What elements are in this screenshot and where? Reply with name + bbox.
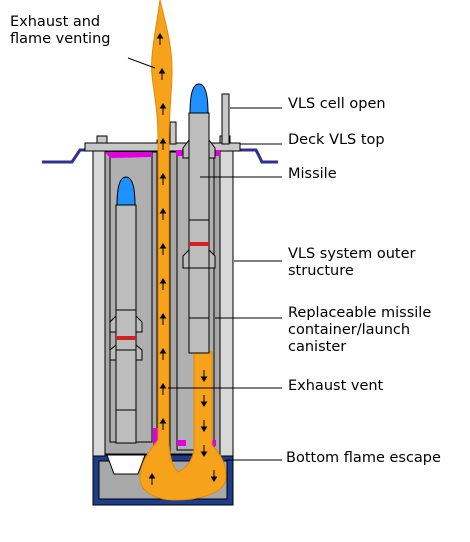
right-missile-fin-br <box>208 248 216 269</box>
flow-arrow-head <box>159 418 167 424</box>
left-missile-fin-r <box>135 314 143 333</box>
right-missile-fin-bl <box>182 248 190 269</box>
flame-main-exhaust <box>139 0 227 501</box>
outer-structure-right <box>219 149 234 457</box>
outer-structure-left <box>92 149 106 457</box>
flow-arrow-head <box>159 243 167 249</box>
flow-arrow-head <box>156 33 164 39</box>
left-missile <box>109 176 143 444</box>
flow-arrow-head <box>159 278 167 284</box>
right-missile-band <box>189 242 209 246</box>
flow-arrow-head <box>148 473 156 479</box>
label-vls-cell-open: VLS cell open <box>288 96 386 112</box>
flow-arrow-head <box>159 208 167 214</box>
flow-arrow-head <box>200 376 208 382</box>
deck-line-right <box>240 148 278 164</box>
flow-arrow-head <box>159 383 167 389</box>
right-missile-nose <box>189 83 209 114</box>
left-missile-fin-l <box>109 314 117 333</box>
seal-right-bottom-a <box>177 440 186 446</box>
deck-line-left <box>42 148 93 164</box>
flow-arrow-head <box>200 451 208 457</box>
label-exhaust-flame-venting: Exhaust and flame venting <box>10 14 111 47</box>
flow-arrow-head <box>159 173 167 179</box>
deck-top-bolt-left <box>96 135 108 144</box>
flow-arrows <box>148 33 218 485</box>
flow-arrow-head <box>158 68 166 74</box>
seal-left-top <box>105 152 152 158</box>
right-missile-fin-tl <box>182 138 190 159</box>
right-missile <box>182 83 216 354</box>
flow-arrow-head <box>159 103 167 109</box>
left-nozzle-cone <box>106 454 146 475</box>
label-deck-vls-top: Deck VLS top <box>288 132 385 148</box>
right-missile-fin-tr <box>208 138 216 159</box>
label-canister: Replaceable missile container/launch can… <box>288 305 432 355</box>
label-outer-structure: VLS system outer structure <box>288 246 416 279</box>
right-missile-body <box>188 112 210 354</box>
leader-exhaust-top <box>127 57 156 69</box>
flow-arrow-head <box>200 426 208 432</box>
left-missile-band <box>116 336 136 340</box>
left-missile-fin-br <box>135 343 143 361</box>
label-missile: Missile <box>288 166 337 182</box>
flow-arrow-head <box>210 476 218 482</box>
label-exhaust-vent: Exhaust vent <box>288 378 384 394</box>
left-missile-body <box>115 204 137 444</box>
flow-arrow-head <box>200 401 208 407</box>
left-missile-nose <box>116 176 136 206</box>
label-bottom-flame-escape: Bottom flame escape <box>286 450 441 466</box>
flow-arrow-head <box>159 348 167 354</box>
flow-arrow-head <box>159 138 167 144</box>
leader-lines <box>127 57 282 461</box>
vent-cap <box>169 121 177 145</box>
seal-right-top-a <box>176 150 184 156</box>
flow-arrow-head <box>159 313 167 319</box>
cell-open-hatch <box>221 93 230 145</box>
left-missile-fin-bl <box>109 343 117 361</box>
